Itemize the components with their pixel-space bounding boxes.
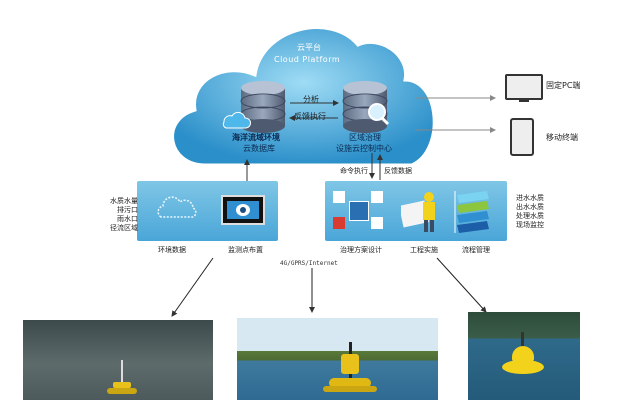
caption-plan-design: 治理方案设计 [340,246,382,254]
db-left-line1: 海洋流域环境 [232,133,280,142]
command-label: 命令执行 [340,167,368,175]
caption-process-management: 流程管理 [462,246,490,254]
caption-monitor-layout: 监测点布置 [228,246,263,254]
mobile-phone-icon [510,118,534,156]
buoy-photo-right [468,312,580,400]
engineer-icon [401,189,439,233]
buoy-photo-left [23,320,213,400]
environment-panel [137,181,278,241]
governance-panel [325,181,507,241]
eye-monitor-icon [221,195,265,225]
right-database-icon [342,81,390,133]
tool-icon-2 [333,217,345,229]
left-side-labels: 水质水量 排污口 雨水口 径流区域 [110,197,138,232]
cloud-title-en: Cloud Platform [274,55,341,64]
mobile-endpoint-label: 移动终端 [546,133,578,142]
analysis-label: 分析 [303,95,319,104]
right-side-labels: 进水水质 出水水质 处理水质 现场监控 [516,194,544,229]
left-database-icon [222,81,286,133]
cloud-title-cn: 云平台 [297,43,321,52]
monitor-icon [505,74,543,102]
data-cloud-icon [155,193,199,223]
db-left-line2: 云数据库 [243,144,275,153]
tool-icon-4 [371,217,383,229]
buoy-photo-center [237,318,438,400]
tool-icon-1 [333,191,345,203]
network-label: 4G/GPRS/Internet [280,260,338,267]
wrench-icon [349,201,369,221]
feedback-data-label: 反馈数据 [384,167,412,175]
tool-icon-3 [371,191,383,203]
feedback-execute-label: 反馈执行 [294,112,326,121]
process-layers-icon [453,187,493,235]
db-right-line1: 区域治理 [349,133,381,142]
caption-engineering: 工程实施 [410,246,438,254]
pc-endpoint-label: 固定PC端 [546,81,581,90]
caption-environment-data: 环境数据 [158,246,186,254]
db-right-line2: 设施云控制中心 [336,144,392,153]
